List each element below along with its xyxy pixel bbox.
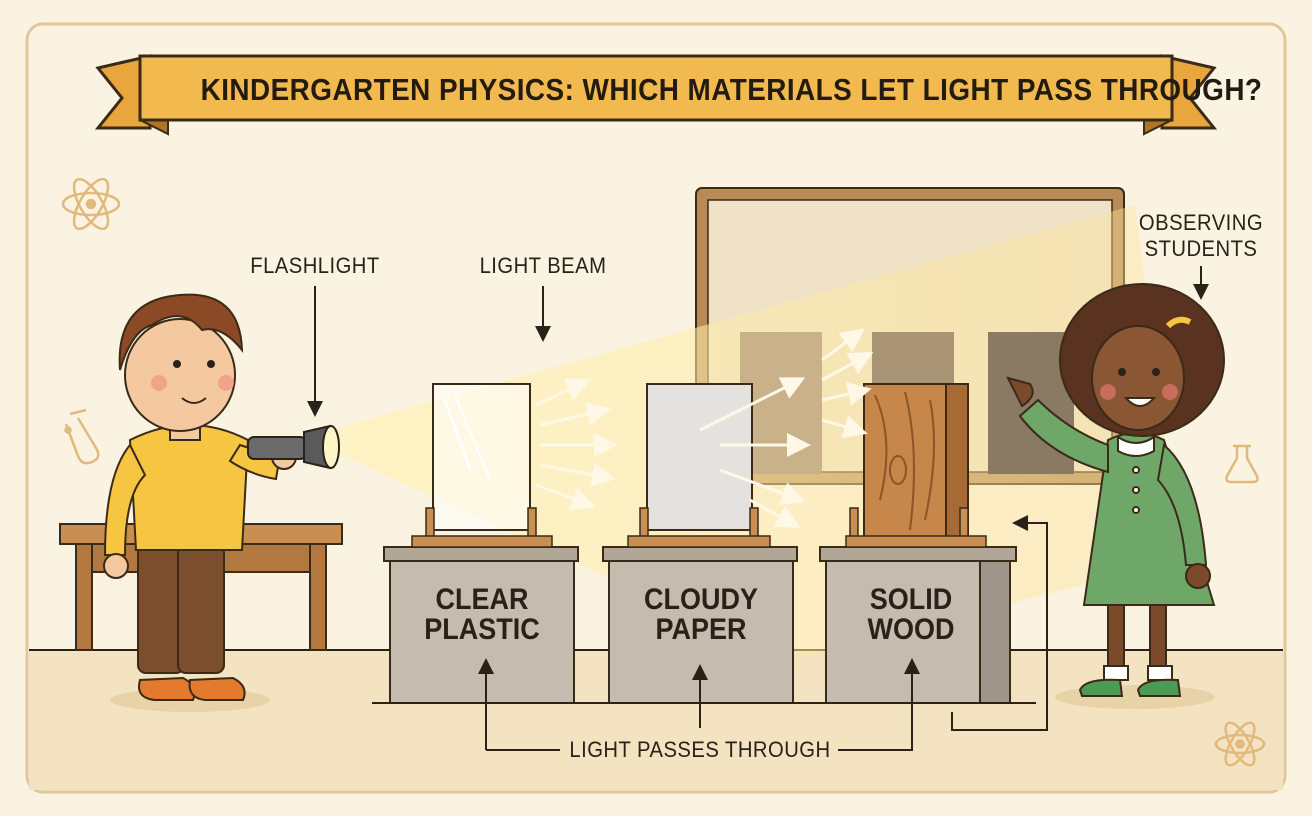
label-light-beam: LIGHT BEAM (479, 253, 607, 278)
material-label-line2: PLASTIC (424, 613, 540, 646)
label-light-passes-through: LIGHT PASSES THROUGH (569, 737, 831, 762)
arrow-girl (951, 515, 1048, 731)
box-solid-wood (819, 546, 1017, 704)
boy-student (103, 293, 297, 712)
girl-student (1006, 283, 1225, 709)
title-banner (94, 54, 1218, 136)
material-label-line2: WOOD (867, 613, 955, 646)
flashlight-icon (247, 424, 340, 470)
atom-icon (61, 177, 121, 231)
box-clear-plastic (383, 546, 579, 704)
atom-icon (1214, 721, 1266, 767)
solid-wood-block (845, 383, 987, 548)
label-flashlight: FLASHLIGHT (250, 253, 380, 278)
flask-icon (1225, 444, 1259, 484)
cloudy-paper-sheet (627, 383, 771, 548)
material-label-line1: SOLID (869, 583, 953, 616)
label-observing: OBSERVING (1138, 210, 1264, 235)
material-label-line2: PAPER (655, 613, 747, 646)
clear-plastic-pane (411, 383, 553, 548)
page-title: KINDERGARTEN PHYSICS: WHICH MATERIALS LE… (200, 72, 1263, 107)
annotation-arrows (307, 266, 1209, 751)
label-students: STUDENTS (1144, 236, 1258, 261)
arrow-solid-wood (838, 658, 920, 751)
material-label-line1: CLEAR (435, 583, 529, 616)
light-rays (535, 328, 874, 528)
material-label-line1: CLOUDY (643, 583, 758, 616)
test-tube-icon (64, 408, 100, 465)
